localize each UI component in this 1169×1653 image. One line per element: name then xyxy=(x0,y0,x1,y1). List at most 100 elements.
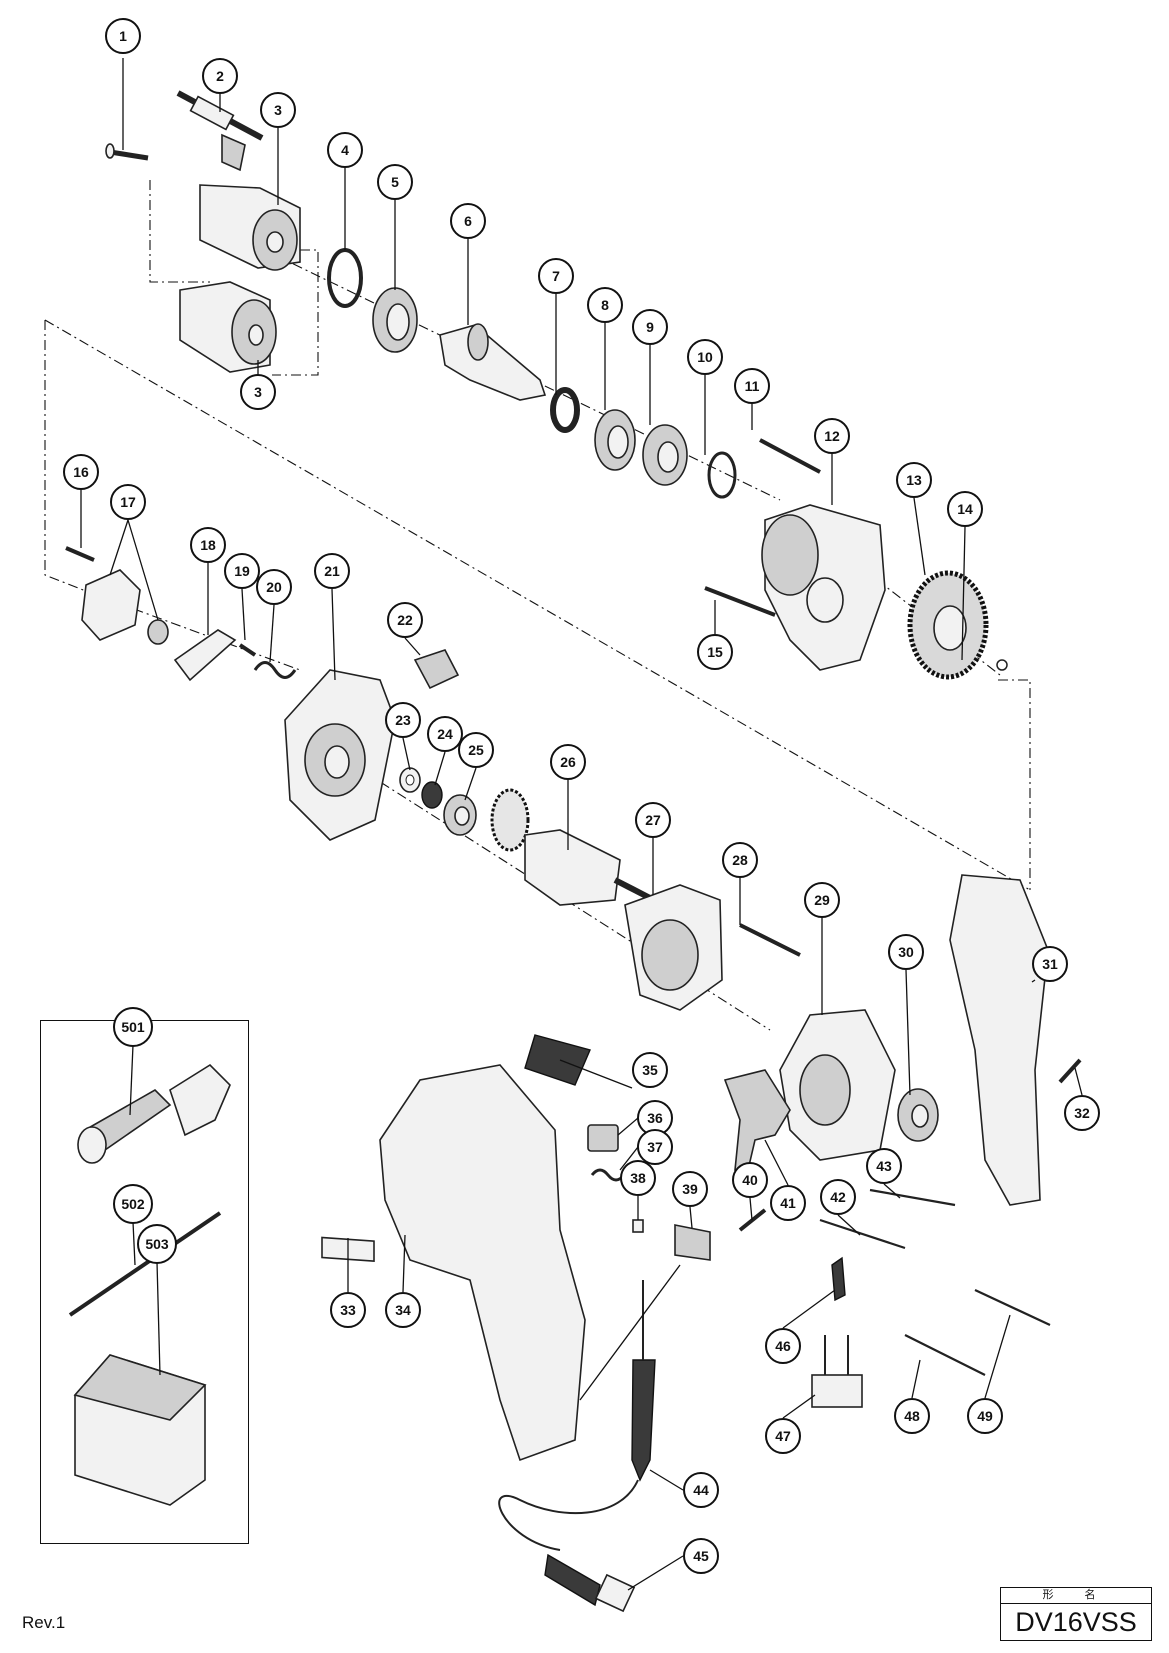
needle-bearing xyxy=(550,387,580,433)
callout-6: 6 xyxy=(450,203,486,239)
svg-text:4: 4 xyxy=(341,142,349,158)
callout-503: 503 xyxy=(137,1224,177,1264)
svg-text:17: 17 xyxy=(120,494,136,510)
callout-23: 23 xyxy=(385,702,421,738)
svg-text:16: 16 xyxy=(73,464,89,480)
lock-button xyxy=(587,1124,619,1152)
callout-12: 12 xyxy=(814,418,850,454)
power-cord xyxy=(498,1479,639,1613)
svg-text:3: 3 xyxy=(274,102,282,118)
washer-23 xyxy=(399,767,421,793)
svg-text:14: 14 xyxy=(957,501,973,517)
callout-18: 18 xyxy=(190,527,226,563)
svg-text:45: 45 xyxy=(693,1548,709,1564)
svg-text:2: 2 xyxy=(216,68,224,84)
carrying-case xyxy=(73,1354,207,1506)
shift-spring xyxy=(253,661,297,679)
callout-21: 21 xyxy=(314,553,350,589)
gear-cover xyxy=(761,504,886,671)
callout-35: 35 xyxy=(632,1052,668,1088)
svg-text:44: 44 xyxy=(693,1482,709,1498)
ball-bearing-9 xyxy=(642,424,688,486)
svg-text:3: 3 xyxy=(254,384,262,400)
svg-text:48: 48 xyxy=(904,1408,920,1424)
retaining-ring xyxy=(327,248,363,308)
callout-17: 17 xyxy=(110,484,146,520)
callout-29: 29 xyxy=(804,882,840,918)
change-lever-bracket xyxy=(81,569,169,645)
callout-39: 39 xyxy=(672,1171,708,1207)
noise-suppressor xyxy=(811,1335,863,1408)
stator xyxy=(779,1009,896,1161)
callout-19: 19 xyxy=(224,553,260,589)
callout-10: 10 xyxy=(687,339,723,375)
callout-14: 14 xyxy=(947,491,983,527)
internal-wire-43 xyxy=(869,1188,956,1207)
label-35 xyxy=(524,1034,591,1086)
chuck-key xyxy=(176,90,264,172)
svg-text:28: 28 xyxy=(732,852,748,868)
callout-34: 34 xyxy=(385,1292,421,1328)
svg-text:9: 9 xyxy=(646,319,654,335)
callout-43: 43 xyxy=(866,1148,902,1184)
svg-text:31: 31 xyxy=(1042,956,1058,972)
model-number: DV16VSS xyxy=(1015,1607,1137,1637)
parts xyxy=(65,90,1082,1613)
svg-text:41: 41 xyxy=(780,1195,796,1211)
internal-wire-48 xyxy=(904,1334,986,1376)
gear xyxy=(907,570,989,680)
keyless-chuck xyxy=(179,281,277,373)
internal-wire-49 xyxy=(974,1289,1051,1326)
svg-text:19: 19 xyxy=(234,563,250,579)
brush-holder xyxy=(831,1256,846,1302)
callout-42: 42 xyxy=(820,1179,856,1215)
callout-48: 48 xyxy=(894,1398,930,1434)
oil-seal xyxy=(372,287,418,353)
screw-32 xyxy=(1058,1058,1082,1084)
housing-half xyxy=(949,874,1049,1206)
callout-30: 30 xyxy=(888,934,924,970)
side-handle xyxy=(77,1063,231,1164)
svg-text:39: 39 xyxy=(682,1181,698,1197)
bearing-8 xyxy=(594,409,636,471)
svg-text:6: 6 xyxy=(464,213,472,229)
svg-text:38: 38 xyxy=(630,1170,646,1186)
ball-bearing-30 xyxy=(897,1088,939,1142)
housing-set xyxy=(379,1064,586,1462)
leader-lines xyxy=(80,58,1083,1591)
svg-text:12: 12 xyxy=(824,428,840,444)
inner-cover xyxy=(284,669,396,841)
svg-text:15: 15 xyxy=(707,644,723,660)
model-title-block: 形 名 DV16VSS xyxy=(1000,1587,1152,1641)
svg-text:34: 34 xyxy=(395,1302,411,1318)
svg-text:5: 5 xyxy=(391,174,399,190)
screw-28 xyxy=(739,923,801,957)
svg-text:20: 20 xyxy=(266,579,282,595)
callout-501: 501 xyxy=(113,1007,153,1047)
svg-text:33: 33 xyxy=(340,1302,356,1318)
callout-20: 20 xyxy=(256,569,292,605)
svg-text:47: 47 xyxy=(775,1428,791,1444)
retaining-ring-10 xyxy=(707,451,737,499)
callout-25: 25 xyxy=(458,732,494,768)
callout-9: 9 xyxy=(632,309,668,345)
svg-text:8: 8 xyxy=(601,297,609,313)
cord-armor xyxy=(631,1359,656,1482)
shift-plate xyxy=(173,629,237,682)
callout-22: 22 xyxy=(387,602,423,638)
callout-44: 44 xyxy=(683,1472,719,1508)
svg-text:49: 49 xyxy=(977,1408,993,1424)
washer-24 xyxy=(421,781,443,809)
model-caption: 形 名 xyxy=(1001,1588,1151,1604)
svg-text:11: 11 xyxy=(745,378,760,394)
callout-32: 32 xyxy=(1064,1095,1100,1131)
fan-guide xyxy=(624,884,723,1011)
callout-13: 13 xyxy=(896,462,932,498)
svg-text:22: 22 xyxy=(397,612,413,628)
svg-text:25: 25 xyxy=(468,742,484,758)
chuck-screw xyxy=(105,143,149,161)
screw-40 xyxy=(738,1208,767,1232)
callout-40: 40 xyxy=(732,1162,768,1198)
svg-text:21: 21 xyxy=(324,563,340,579)
